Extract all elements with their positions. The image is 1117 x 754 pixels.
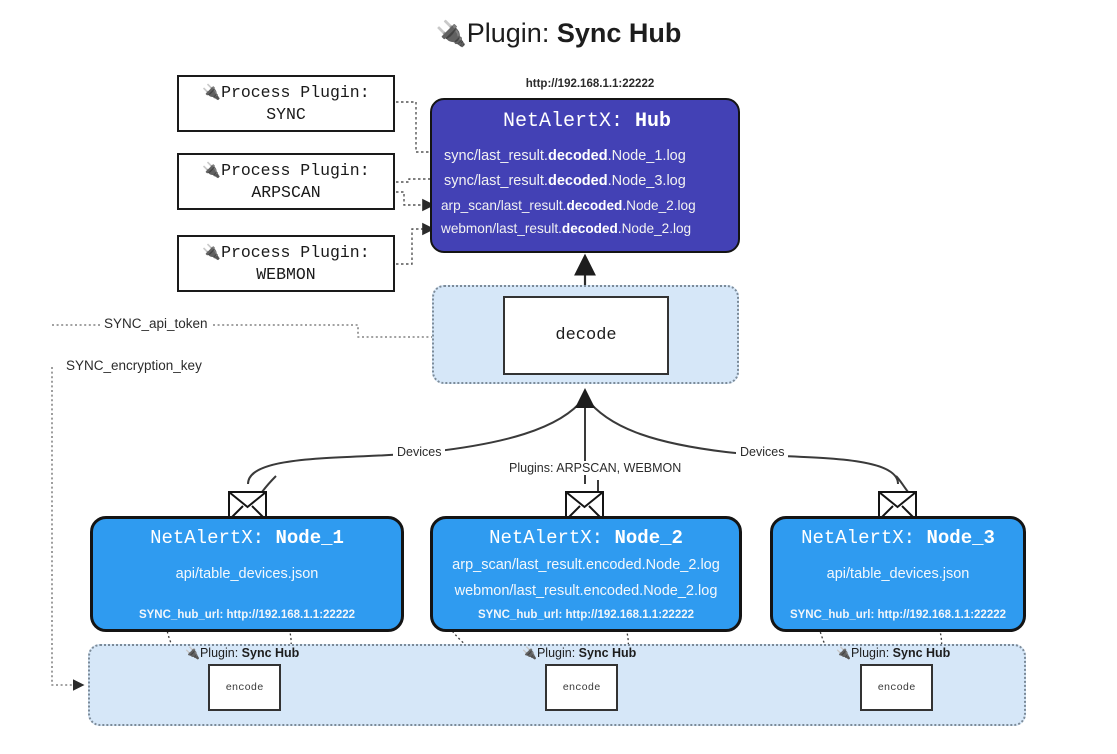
hub-log-line: sync/last_result.decoded.Node_3.log [444, 173, 740, 189]
page-title-prefix: Plugin: [466, 18, 550, 48]
hub-log-mid: decoded [547, 173, 608, 189]
encoder-plugin-label: 🔌Plugin: Sync Hub [836, 646, 950, 660]
node-hub-url-value: http://192.168.1.1:22222 [226, 609, 356, 621]
encoder-plugin-prefix: Plugin: [850, 646, 890, 660]
hub-node[interactable]: NetAlertX: Hub sync/last_result.decoded.… [430, 98, 740, 253]
process-plugin-arpscan[interactable]: 🔌Process Plugin: ARPSCAN [177, 153, 395, 210]
page-title-name: Sync Hub [556, 18, 682, 48]
encode-box-node-3[interactable]: encode [860, 664, 933, 711]
node-box-node-2[interactable]: NetAlertX: Node_2 arp_scan/last_result.e… [430, 516, 742, 632]
node-hub-url-key: SYNC_hub_url: [138, 609, 224, 621]
node-hub-url: SYNC_hub_url: http://192.168.1.1:22222 [773, 609, 1023, 621]
hub-log-mid: decoded [561, 221, 618, 236]
process-plugin-webmon[interactable]: 🔌Process Plugin: WEBMON [177, 235, 395, 292]
envelope-icon [565, 491, 604, 521]
decode-box[interactable]: decode [503, 296, 669, 375]
hub-log-line: webmon/last_result.decoded.Node_2.log [441, 221, 737, 236]
encoder-plugin-prefix: Plugin: [199, 646, 239, 660]
edge-label-devices-right: Devices [736, 445, 789, 459]
hub-log-pre: arp_scan/last_result. [441, 198, 567, 213]
hub-log-post: .Node_2.log [617, 221, 692, 236]
node-title-prefix: NetAlertX: [489, 527, 604, 549]
hub-log-mid: decoded [566, 198, 623, 213]
page-title: 🔌Plugin: Sync Hub [0, 18, 1117, 49]
plug-icon: 🔌 [185, 646, 200, 660]
hub-title-name: Hub [635, 110, 672, 133]
node-resource-line: arp_scan/last_result.encoded.Node_2.log [452, 557, 720, 573]
node-resource-line: api/table_devices.json [826, 566, 970, 582]
encoder-plugin-name: Sync Hub [578, 646, 637, 660]
node-hub-url-value: http://192.168.1.1:22222 [565, 609, 695, 621]
hub-title: NetAlertX: Hub [432, 110, 742, 133]
encoder-plugin-name: Sync Hub [241, 646, 300, 660]
encoder-plugin-label: 🔌Plugin: Sync Hub [522, 646, 636, 660]
encoder-plugin-prefix: Plugin: [536, 646, 576, 660]
process-plugin-label: Process Plugin: [221, 243, 370, 263]
hub-log-mid: decoded [547, 148, 608, 164]
node-title: NetAlertX: Node_2 [433, 527, 739, 549]
edge-label-devices-left: Devices [393, 445, 446, 459]
hub-log-pre: sync/last_result. [444, 173, 548, 189]
process-plugin-name: WEBMON [256, 264, 316, 284]
node-resource-line: webmon/last_result.encoded.Node_2.log [454, 583, 718, 599]
encoder-plugin-name: Sync Hub [892, 646, 951, 660]
process-plugin-label: Process Plugin: [221, 83, 370, 103]
node-title-name: Node_2 [614, 527, 683, 549]
hub-log-line: sync/last_result.decoded.Node_1.log [444, 148, 740, 164]
sync-encryption-key-label: SYNC_encryption_key [62, 358, 206, 373]
hub-log-pre: webmon/last_result. [441, 221, 562, 236]
node-box-node-1[interactable]: NetAlertX: Node_1 api/table_devices.json… [90, 516, 404, 632]
node-hub-url: SYNC_hub_url: http://192.168.1.1:22222 [93, 609, 401, 621]
process-plugin-name: ARPSCAN [251, 182, 321, 202]
node-hub-url-value: http://192.168.1.1:22222 [877, 609, 1007, 621]
node-title-prefix: NetAlertX: [801, 527, 916, 549]
plug-icon: 🔌 [202, 243, 222, 262]
node-title-name: Node_3 [926, 527, 995, 549]
node-title: NetAlertX: Node_1 [93, 527, 401, 549]
plug-icon: 🔌 [435, 20, 467, 48]
encoder-plugin-label: 🔌Plugin: Sync Hub [185, 646, 299, 660]
encode-box-node-2[interactable]: encode [545, 664, 618, 711]
process-plugin-sync[interactable]: 🔌Process Plugin: SYNC [177, 75, 395, 132]
process-plugin-name: SYNC [266, 104, 306, 124]
node-hub-url-key: SYNC_hub_url: [789, 609, 875, 621]
plug-icon: 🔌 [202, 83, 222, 102]
node-box-node-3[interactable]: NetAlertX: Node_3 api/table_devices.json… [770, 516, 1026, 632]
hub-log-pre: sync/last_result. [444, 148, 548, 164]
node-hub-url: SYNC_hub_url: http://192.168.1.1:22222 [433, 609, 739, 621]
node-title-prefix: NetAlertX: [150, 527, 265, 549]
process-plugin-label: Process Plugin: [221, 161, 370, 181]
hub-url-label: http://192.168.1.1:22222 [525, 78, 655, 90]
node-title-name: Node_1 [275, 527, 344, 549]
hub-log-post: .Node_1.log [607, 148, 686, 164]
node-resource-line: api/table_devices.json [175, 566, 319, 582]
plug-icon: 🔌 [522, 646, 537, 660]
plug-icon: 🔌 [836, 646, 851, 660]
encode-box-node-1[interactable]: encode [208, 664, 281, 711]
hub-log-post: .Node_2.log [622, 198, 696, 213]
sync-api-token-label: SYNC_api_token [100, 316, 212, 331]
hub-log-line: arp_scan/last_result.decoded.Node_2.log [441, 198, 737, 213]
node-title: NetAlertX: Node_3 [773, 527, 1023, 549]
hub-log-post: .Node_3.log [607, 173, 686, 189]
node-hub-url-key: SYNC_hub_url: [477, 609, 563, 621]
plug-icon: 🔌 [202, 161, 222, 180]
edge-label-plugins: Plugins: ARPSCAN, WEBMON [505, 461, 686, 475]
hub-title-prefix: NetAlertX: [502, 110, 623, 133]
